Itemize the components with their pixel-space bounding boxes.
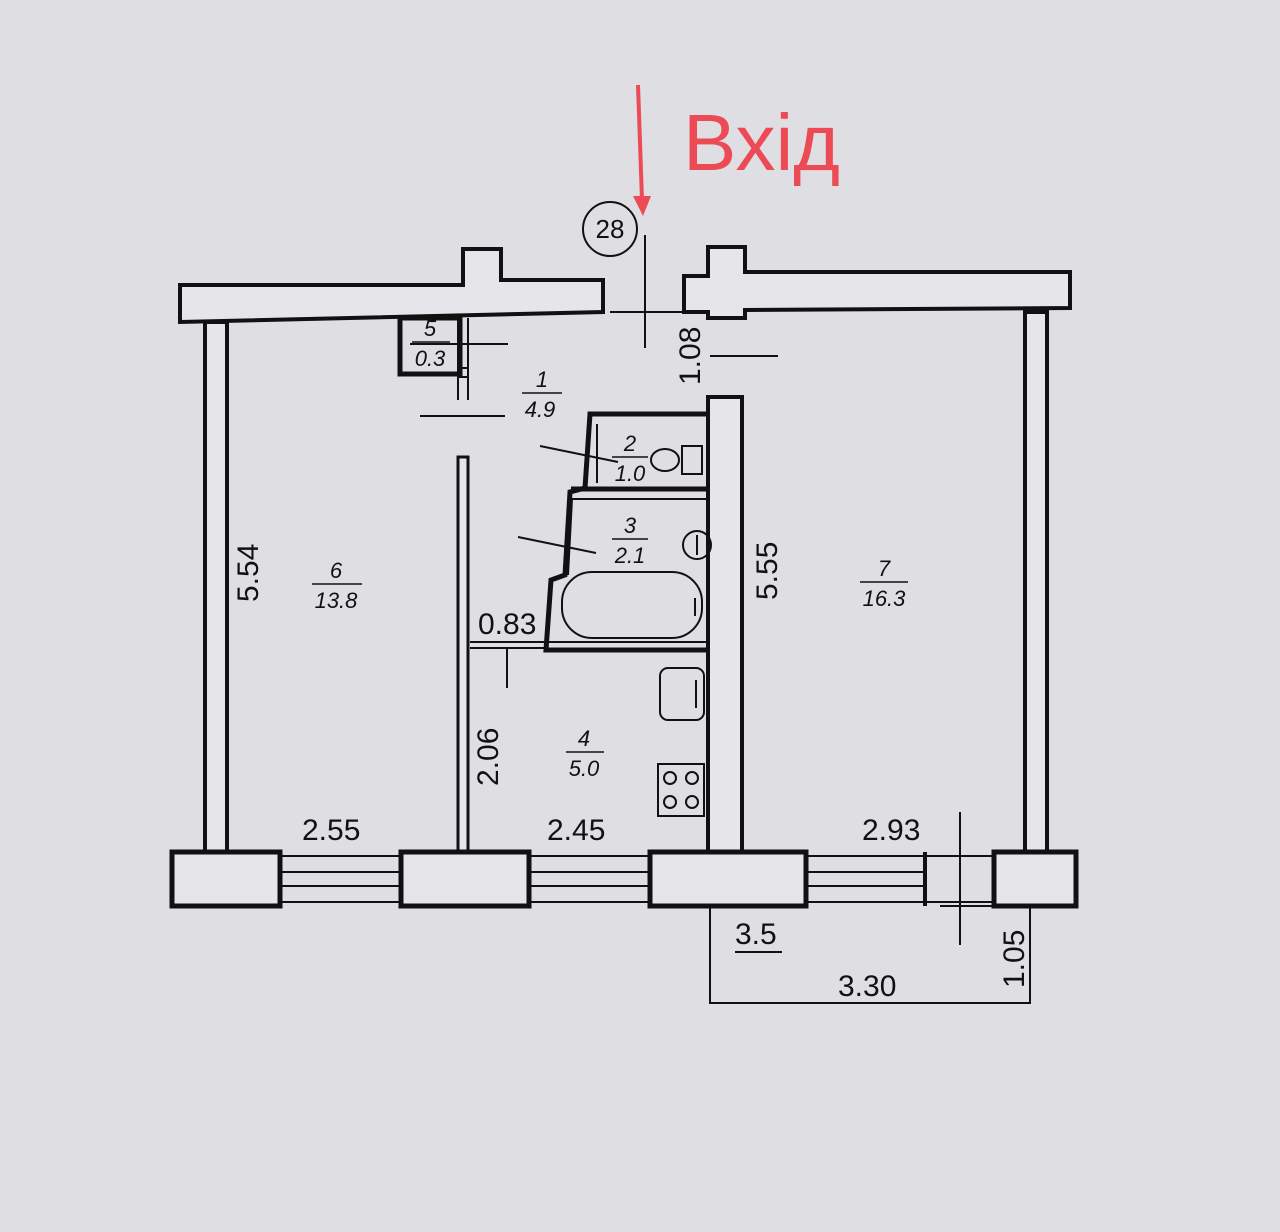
top-wall-right [682,245,1072,320]
room-label-7: 7 16.3 [860,556,908,611]
entry-arrow [633,84,651,216]
dim-room7-length: 5.55 [751,542,784,600]
balcony [709,812,1040,1004]
dim-balcony-depth: 1.05 [998,930,1031,988]
apartment-number: 28 [596,214,625,244]
entry-label: Вхід [683,98,840,187]
dim-bathroom-width: 0.83 [478,608,536,641]
room-area: 1.0 [615,461,646,486]
bottom-wall [169,849,1079,909]
room-number: 5 [424,316,437,341]
window-2 [529,855,650,903]
room-label-6: 6 13.8 [312,558,362,613]
window-3-balcony-door [806,852,994,906]
window-1 [280,855,401,903]
dim-kitchen-depth: 2.06 [472,728,505,786]
kitchen-sink-icon [659,667,705,721]
dim-room6-length: 5.54 [232,544,265,602]
room-area: 13.8 [315,588,359,613]
sink-icon [682,530,712,560]
room-number: 2 [623,431,636,456]
dim-balcony-length: 3.30 [838,970,896,1003]
top-wall-left [178,247,605,325]
partition-room6 [456,455,470,854]
room-area: 4.9 [525,397,556,422]
bathroom-walls [543,411,707,653]
room-label-5: 5 0.3 [412,316,450,371]
room-area: 16.3 [863,586,907,611]
room-number: 6 [330,558,343,583]
toilet-icon [650,445,703,475]
room-number: 3 [624,513,637,538]
room-area: 0.3 [415,346,446,371]
central-wall [706,395,744,854]
room-area: 2.1 [614,543,646,568]
left-outer-wall [203,320,229,854]
room-number: 4 [578,726,590,751]
dim-room6-width: 2.55 [302,814,360,847]
right-outer-wall [1023,310,1049,854]
room-number: 7 [878,556,891,581]
room-label-1: 1 4.9 [522,367,562,422]
dim-entry-width: 1.08 [674,327,707,385]
room-label-3: 3 2.1 [612,513,648,568]
dim-kitchen-width: 2.45 [547,814,605,847]
leader-lines [410,235,778,688]
room-label-2: 2 1.0 [612,431,648,486]
room-label-4: 4 5.0 [566,726,604,781]
dim-balcony-area: 3.5 [735,918,777,951]
stove-icon [657,763,705,817]
room-area: 5.0 [569,756,600,781]
bathtub-icon [561,571,703,639]
dim-room7-width: 2.93 [862,814,920,847]
apartment-number-circle [582,201,638,257]
closet-room5 [397,315,463,377]
room-number: 1 [536,367,548,392]
